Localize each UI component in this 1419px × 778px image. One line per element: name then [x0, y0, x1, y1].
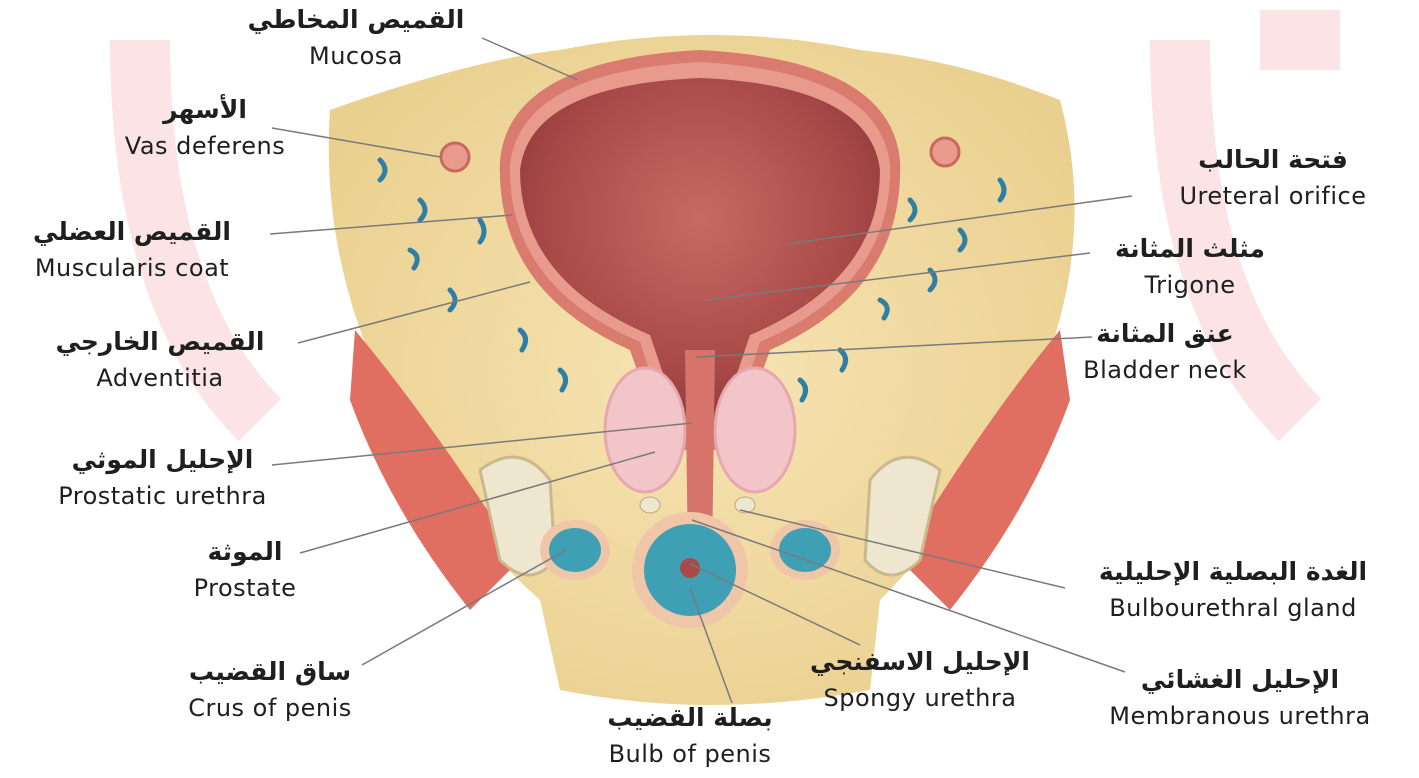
- label-muscularis-ar: القميص العضلي: [2, 218, 262, 247]
- label-spongy-ar: الإحليل الاسفنجي: [795, 648, 1045, 677]
- label-crus-ar: ساق القضيب: [160, 658, 380, 687]
- label-bladder-neck: عنق المثانة Bladder neck: [1055, 320, 1275, 384]
- label-membranous: الإحليل الغشائي Membranous urethra: [1070, 666, 1410, 730]
- label-bulbourethral: الغدة البصلية الإحليلية Bulbourethral gl…: [1068, 558, 1398, 622]
- bulbourethral-gland-left: [640, 497, 660, 513]
- label-trigone-en: Trigone: [1100, 272, 1280, 300]
- label-mucosa-ar: القميص المخاطي: [236, 6, 476, 35]
- label-adventitia: القميص الخارجي Adventitia: [30, 328, 290, 392]
- label-muscularis: القميص العضلي Muscularis coat: [2, 218, 262, 282]
- label-trigone: مثلث المثانة Trigone: [1100, 235, 1280, 299]
- label-prostate-ar: الموثة: [160, 538, 330, 567]
- label-prostatic-urethra-ar: الإحليل الموثي: [20, 446, 305, 475]
- label-membranous-en: Membranous urethra: [1070, 703, 1410, 731]
- label-mucosa-en: Mucosa: [236, 43, 476, 71]
- label-vas-deferens-en: Vas deferens: [100, 133, 310, 161]
- vas-deferens-right: [931, 138, 959, 166]
- vas-deferens-left: [441, 143, 469, 171]
- label-crus-en: Crus of penis: [160, 695, 380, 723]
- label-ureteral-orifice-en: Ureteral orifice: [1138, 183, 1408, 211]
- label-prostatic-urethra-en: Prostatic urethra: [20, 483, 305, 511]
- label-adventitia-ar: القميص الخارجي: [30, 328, 290, 357]
- label-bulbourethral-en: Bulbourethral gland: [1068, 595, 1398, 623]
- label-vas-deferens-ar: الأسهر: [100, 96, 310, 125]
- label-ureteral-orifice-ar: فتحة الحالب: [1138, 146, 1408, 175]
- label-bulb: بصلة القضيب Bulb of penis: [580, 704, 800, 768]
- label-bladder-neck-en: Bladder neck: [1055, 357, 1275, 385]
- label-spongy-en: Spongy urethra: [795, 685, 1045, 713]
- label-prostatic-urethra: الإحليل الموثي Prostatic urethra: [20, 446, 305, 510]
- label-bulbourethral-ar: الغدة البصلية الإحليلية: [1068, 558, 1398, 587]
- label-bladder-neck-ar: عنق المثانة: [1055, 320, 1275, 349]
- label-crus: ساق القضيب Crus of penis: [160, 658, 380, 722]
- label-adventitia-en: Adventitia: [30, 365, 290, 393]
- label-ureteral-orifice: فتحة الحالب Ureteral orifice: [1138, 146, 1408, 210]
- label-vas-deferens: الأسهر Vas deferens: [100, 96, 310, 160]
- prostate-lobe-right: [715, 368, 795, 492]
- label-prostate-en: Prostate: [160, 575, 330, 603]
- label-spongy: الإحليل الاسفنجي Spongy urethra: [795, 648, 1045, 712]
- label-trigone-ar: مثلث المثانة: [1100, 235, 1280, 264]
- label-muscularis-en: Muscularis coat: [2, 255, 262, 283]
- label-mucosa: القميص المخاطي Mucosa: [236, 6, 476, 70]
- label-membranous-ar: الإحليل الغشائي: [1070, 666, 1410, 695]
- crus-left-core: [549, 528, 601, 572]
- label-bulb-en: Bulb of penis: [580, 741, 800, 769]
- label-bulb-ar: بصلة القضيب: [580, 704, 800, 733]
- label-prostate: الموثة Prostate: [160, 538, 330, 602]
